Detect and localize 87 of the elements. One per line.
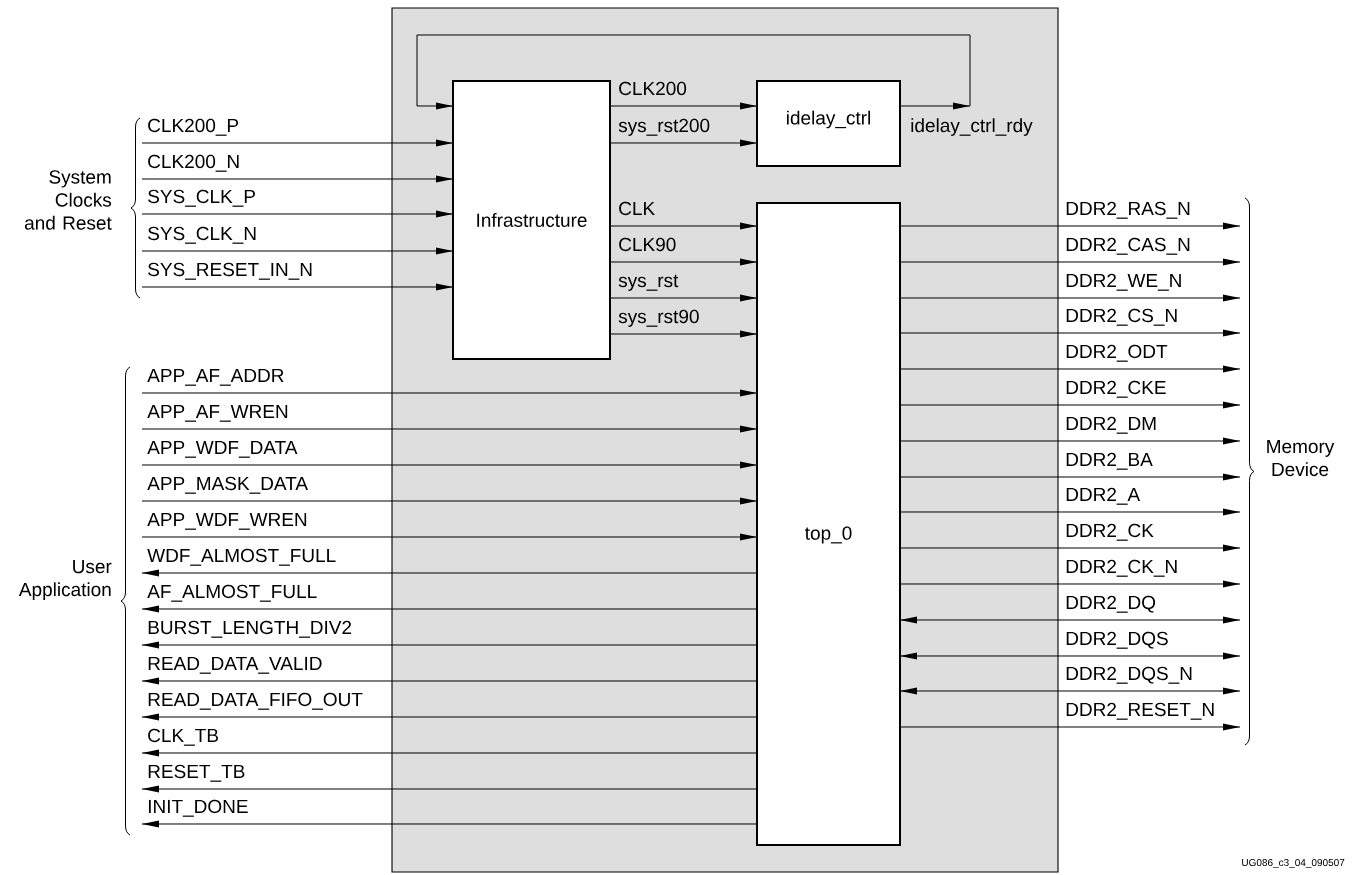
signal-label: APP_AF_WREN <box>147 404 288 422</box>
signal-label: DDR2_CS_N <box>1066 308 1177 326</box>
signal-arrow <box>141 461 757 469</box>
signal-arrow <box>141 785 757 793</box>
signal-arrow <box>900 544 1241 552</box>
signal-arrow <box>141 139 453 147</box>
signal-arrow <box>610 294 757 302</box>
group-label: User Application <box>18 560 112 600</box>
signal-label: DDR2_DQS <box>1066 631 1168 649</box>
signal-label: DDR2_A <box>1066 487 1141 505</box>
signal-label: CLK90 <box>619 237 676 252</box>
block-box: top_0 <box>756 202 901 846</box>
signal-arrow <box>610 222 757 230</box>
signal-arrow <box>900 508 1241 516</box>
signal-label: DDR2_CAS_N <box>1066 237 1190 255</box>
signal-arrow <box>610 330 757 338</box>
signal-label: DDR2_DQ <box>1066 595 1156 613</box>
signal-arrow <box>900 723 1241 731</box>
signal-arrow <box>141 569 757 577</box>
signal-arrow <box>900 258 1241 266</box>
signal-arrow <box>141 247 453 255</box>
signal-arrow <box>900 616 1241 624</box>
signal-label: SYS_CLK_N <box>148 226 256 244</box>
signal-arrow <box>141 749 757 757</box>
signal-arrow <box>900 437 1241 445</box>
signal-label: sys_rst200 <box>618 118 710 136</box>
signal-label: APP_AF_ADDR <box>147 368 284 386</box>
signal-label: CLK200 <box>619 81 687 96</box>
signal-arrow <box>141 210 453 218</box>
signal-label: CLK <box>619 201 655 216</box>
signal-label: APP_WDF_DATA <box>147 440 298 458</box>
signal-label: APP_MASK_DATA <box>147 476 308 494</box>
signal-label: idelay_ctrl_rdy <box>911 118 1033 136</box>
signal-arrow <box>141 641 757 649</box>
signal-arrow <box>141 533 757 541</box>
figure-id: UG086_c3_04_090507 <box>1242 859 1345 868</box>
signal-arrow <box>141 713 757 721</box>
signal-arrow <box>610 139 757 147</box>
signal-arrow <box>900 294 1241 302</box>
signal-label: DDR2_DM <box>1066 416 1156 434</box>
signal-arrow <box>900 580 1241 588</box>
signal-label: APP_WDF_WREN <box>147 512 307 530</box>
signal-label: CLK200_N <box>148 154 239 172</box>
signal-label: DDR2_WE_N <box>1066 273 1181 291</box>
signal-arrow <box>141 175 453 183</box>
signal-arrow <box>141 677 757 685</box>
signal-arrow <box>900 365 1241 373</box>
signal-label: DDR2_RESET_N <box>1066 702 1214 720</box>
block-box: Infrastructure <box>452 80 611 360</box>
signal-arrow <box>900 652 1241 660</box>
signal-label: READ_DATA_VALID <box>148 656 322 674</box>
signal-arrow <box>610 258 757 266</box>
signal-label: RESET_TB <box>148 764 245 782</box>
signal-label: sys_rst <box>618 274 679 291</box>
signal-label: CLK200_P <box>148 118 239 136</box>
signal-arrow <box>900 222 1241 230</box>
signal-label: sys_rst90 <box>618 309 699 327</box>
signal-label: DDR2_CK_N <box>1066 559 1177 577</box>
signal-arrow <box>141 425 757 433</box>
signal-label: DDR2_RAS_N <box>1066 201 1190 219</box>
signal-arrow <box>900 329 1241 337</box>
signal-label: DDR2_CKE <box>1066 380 1166 398</box>
signal-arrow <box>141 389 757 397</box>
signal-arrow <box>141 283 453 291</box>
group-label: Memory Device <box>1267 439 1335 477</box>
signal-label: DDR2_DQS_N <box>1066 666 1192 684</box>
signal-arrow <box>141 497 757 505</box>
block-box: idelay_ctrl <box>756 80 901 167</box>
signal-label: AF_ALMOST_FULL <box>147 584 317 602</box>
signal-label: DDR2_CK <box>1066 523 1154 541</box>
signal-label: SYS_RESET_IN_N <box>148 262 312 280</box>
signal-label: DDR2_BA <box>1066 452 1153 470</box>
signal-label: DDR2_ODT <box>1066 344 1168 362</box>
signal-arrow <box>610 102 757 110</box>
signal-arrow <box>900 401 1241 409</box>
signal-label: INIT_DONE <box>148 799 248 817</box>
group-label: System Clocks and Reset <box>24 170 112 230</box>
signal-arrow <box>900 473 1241 481</box>
signal-arrow <box>900 687 1241 695</box>
signal-label: CLK_TB <box>148 728 218 746</box>
feedback-arrow <box>416 34 971 110</box>
signal-label: SYS_CLK_P <box>148 189 255 207</box>
signal-arrow <box>141 820 757 828</box>
signal-label: WDF_ALMOST_FULL <box>147 548 336 566</box>
signal-label: BURST_LENGTH_DIV2 <box>148 620 352 638</box>
signal-label: READ_DATA_FIFO_OUT <box>148 692 363 710</box>
signal-arrow <box>141 605 757 613</box>
